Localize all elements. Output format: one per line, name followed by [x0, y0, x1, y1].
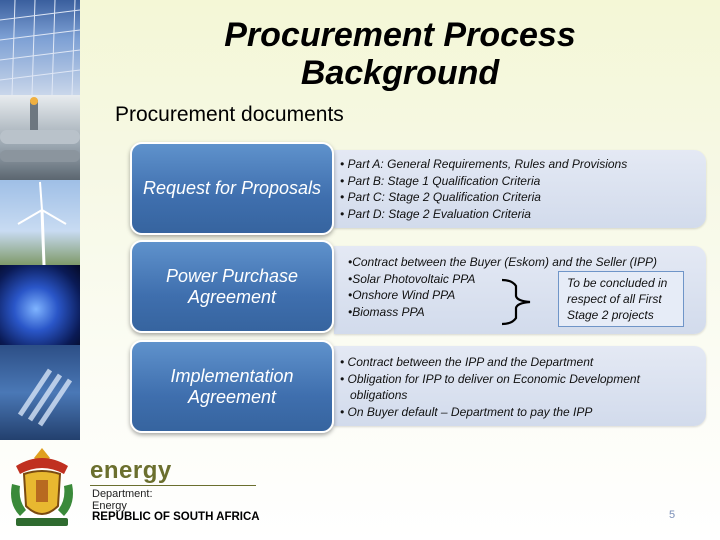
solar-panel-photo — [0, 0, 80, 95]
list-item: • Part C: Stage 2 Qualification Criteria — [340, 189, 706, 206]
list-item: • Obligation for IPP to deliver on Econo… — [340, 371, 666, 404]
solar-panel-graphic — [0, 0, 80, 95]
list-item: • On Buyer default – Department to pay t… — [340, 404, 666, 421]
ppa-conclusion-note: To be concluded in respect of all First … — [558, 271, 684, 327]
list-item: • Part B: Stage 1 Qualification Criteria — [340, 173, 706, 190]
energy-logo-word: energy — [90, 457, 172, 485]
rfp-bullet-list: • Part A: General Requirements, Rules an… — [340, 156, 706, 222]
pipeline-graphic — [0, 95, 80, 180]
rfp-details-box: • Part A: General Requirements, Rules an… — [334, 150, 706, 228]
rfp-label-box: Request for Proposals — [130, 142, 334, 235]
ia-label-box: Implementation Agreement — [130, 340, 334, 433]
ia-bullet-list: • Contract between the IPP and the Depar… — [340, 354, 666, 420]
gas-flame-photo — [0, 265, 80, 345]
right-brace-icon — [500, 278, 538, 326]
rfp-label: Request for Proposals — [143, 178, 321, 199]
pipeline-photo — [0, 95, 80, 180]
department-line-1: Department: — [92, 488, 153, 500]
wind-turbine-graphic — [0, 180, 80, 265]
wind-turbine-photo — [0, 180, 80, 265]
lightbulb-graphic — [0, 345, 80, 440]
slide-subtitle: Procurement documents — [115, 103, 344, 127]
lightbulb-photo — [0, 345, 80, 440]
ppa-label-box: Power Purchase Agreement — [130, 240, 334, 333]
list-item: • Contract between the IPP and the Depar… — [340, 354, 666, 371]
ppa-label: Power Purchase Agreement — [138, 266, 326, 308]
divider — [90, 485, 256, 486]
ia-details-box: • Contract between the IPP and the Depar… — [334, 346, 706, 426]
coat-of-arms-logo — [6, 444, 78, 532]
list-item: • Part D: Stage 2 Evaluation Criteria — [340, 206, 706, 223]
list-item: •Contract between the Buyer (Eskom) and … — [348, 254, 706, 271]
page-number: 5 — [669, 509, 675, 521]
title-line-1: Procurement Process — [120, 16, 680, 54]
list-item: • Part A: General Requirements, Rules an… — [340, 156, 706, 173]
ia-label: Implementation Agreement — [138, 366, 326, 408]
department-label: Department: Energy — [92, 488, 153, 512]
country-name: REPUBLIC OF SOUTH AFRICA — [92, 511, 260, 523]
title-line-2: Background — [120, 54, 680, 92]
slide-title: Procurement Process Background — [120, 16, 680, 92]
photo-strip — [0, 0, 80, 440]
